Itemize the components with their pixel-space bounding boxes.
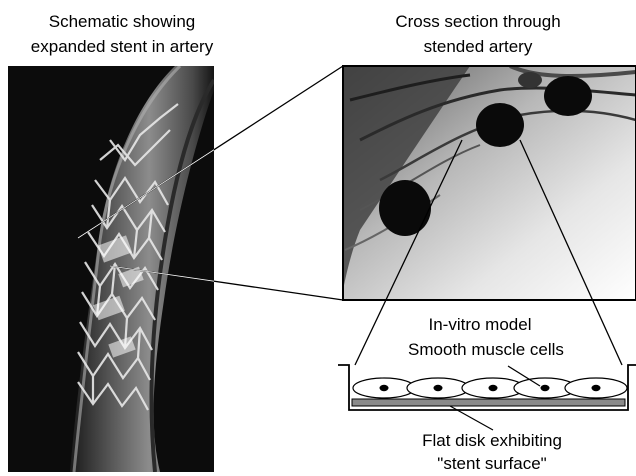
left-title-line1: Schematic showing [49, 12, 195, 31]
model-title: In-vitro model [429, 315, 532, 334]
stent-strut [544, 76, 592, 116]
cross-section-photo [343, 66, 636, 300]
flat-disk [352, 399, 625, 406]
cells-label: Smooth muscle cells [408, 340, 564, 359]
disk-label-line1: Flat disk exhibiting [422, 431, 562, 450]
stent-strut [476, 103, 524, 147]
right-title-line1: Cross section through [395, 12, 560, 31]
left-title-line2: expanded stent in artery [31, 37, 214, 56]
in-vitro-model [338, 365, 636, 430]
stent-strut [379, 180, 431, 236]
stent-photo [8, 66, 214, 472]
right-title-line2: stended artery [424, 37, 533, 56]
disk-label-line2: "stent surface" [437, 454, 546, 473]
